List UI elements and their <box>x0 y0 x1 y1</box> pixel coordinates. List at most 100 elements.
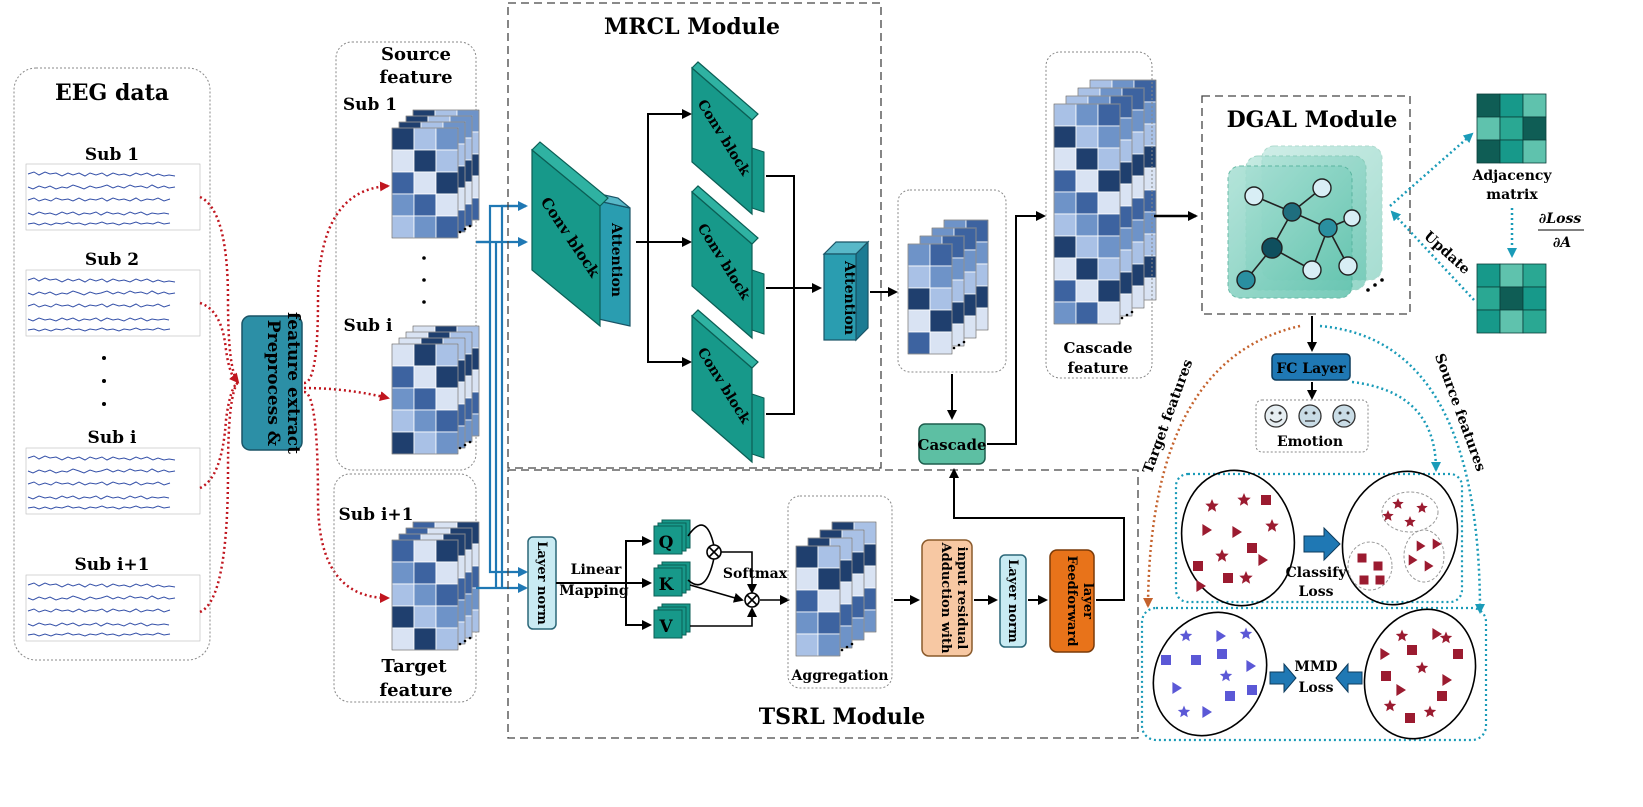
eeg-sub-1-label: Sub 1 <box>85 145 139 165</box>
mrcl-conv-block-middle: Conv block <box>691 185 765 340</box>
mrcl-merge-arrows <box>766 175 898 415</box>
gradient-denominator: ∂A <box>1553 235 1571 251</box>
preprocess-label-1: Preprocess & <box>263 320 283 447</box>
eeg-signal-sub-i-plus-1 <box>25 574 201 642</box>
linear-mapping-label-1: Linear <box>571 562 622 578</box>
scatter-shapes <box>1161 493 1463 723</box>
second-attention-label: Attention <box>841 260 857 335</box>
target-feature-title-2: feature <box>379 680 452 701</box>
k-label: K <box>659 575 675 595</box>
classify-source-cluster <box>1193 493 1279 592</box>
preprocess-block: Preprocess & feature extract <box>241 312 303 454</box>
source-sub-1-label: Sub 1 <box>343 95 397 115</box>
eeg-sub-2-label: Sub 2 <box>85 250 139 270</box>
eeg-signal-sub-1 <box>25 163 201 231</box>
dgal-title: DGAL Module <box>1227 107 1398 133</box>
adjacency-matrices <box>1476 93 1547 334</box>
adjacency-matrix-bottom <box>1476 263 1547 334</box>
fc-layer-block: FC Layer <box>1271 353 1351 381</box>
qkv-branch-arrows <box>625 536 652 630</box>
aggregation-label: Aggregation <box>791 668 889 684</box>
mmd-source-cluster <box>1380 628 1463 723</box>
gradient-fraction: ∂Loss ∂A <box>1538 211 1584 251</box>
mrcl-module: MRCL Module <box>507 2 882 469</box>
q-label: Q <box>659 533 674 553</box>
feature-to-module-arrows <box>476 201 528 593</box>
mrcl-output-frame <box>897 189 1007 373</box>
preprocess-label-2: feature extract <box>283 312 303 454</box>
fc-layer-label: FC Layer <box>1276 361 1346 377</box>
feature-stacks <box>391 79 1157 657</box>
mrcl-first-conv-block: Attention Conv block <box>531 141 631 328</box>
sad-face-icon <box>1332 404 1356 428</box>
source-feature-title-1: Source <box>381 44 451 65</box>
target-matrix-sub-i-plus-1 <box>391 521 480 651</box>
mrcl-conv-block-bottom: Conv block <box>691 309 765 464</box>
source-matrix-sub-1-ellipsis <box>458 224 472 234</box>
cascade-feature-matrix-ellipsis <box>1120 310 1134 320</box>
cascade-feature-label-1: Cascade <box>1064 339 1133 357</box>
source-matrix-sub-i <box>391 325 480 455</box>
v-block <box>653 603 691 639</box>
eeg-sub-i-plus-1-label: Sub i+1 <box>75 555 150 575</box>
source-matrix-sub-1 <box>391 109 480 239</box>
gradient-numerator: ∂Loss <box>1539 211 1582 227</box>
source-feature-panel: Source feature Sub 1 Sub i <box>335 41 477 471</box>
feedforward-label-2: layer <box>1080 583 1095 619</box>
tsrl-layer-norm-1-label: Layer norm <box>534 541 549 625</box>
cascade-block: Cascade <box>918 211 1046 465</box>
softmax-label: Softmax <box>723 566 788 582</box>
cascade-feature-label-2: feature <box>1068 359 1129 377</box>
mmd-loss-panel: MMD Loss <box>1140 606 1488 742</box>
mrcl-branch-arrows <box>636 109 692 367</box>
first-attention-label: Attention <box>608 222 624 297</box>
classify-arrow-icon <box>1303 526 1341 562</box>
adjacency-label-1: Adjacency <box>1471 168 1552 184</box>
eeg-title: EEG data <box>55 80 169 106</box>
source-features-label: Source features <box>1431 352 1489 474</box>
mmd-arrow-right-icon <box>1269 662 1297 694</box>
mrcl-output-matrix-ellipsis <box>952 340 966 350</box>
source-features-arc <box>1319 324 1485 614</box>
target-matrix-sub-i-plus-1-ellipsis <box>458 636 472 646</box>
adduction-label-2: input residual <box>954 547 969 650</box>
eeg-ellipsis <box>102 356 106 406</box>
linear-mapping-label-2: Mapping <box>559 583 629 599</box>
classify-loss-panel: Classify Loss <box>1174 469 1464 607</box>
dgal-graph <box>1227 145 1384 299</box>
tsrl-layer-norm-2: Layer norm <box>999 554 1027 648</box>
source-feature-title-2: feature <box>379 67 452 88</box>
aggregation-matrix <box>795 521 877 657</box>
source-matrix-sub-i-ellipsis <box>458 440 472 450</box>
qkv-blocks <box>653 519 691 639</box>
mrcl-second-attention: Attention <box>822 240 870 342</box>
q-block <box>653 519 691 555</box>
emotion-panel: Emotion <box>1255 399 1369 453</box>
adduction-block: Adduction with input residual <box>921 539 973 657</box>
k-block <box>653 561 691 597</box>
fc-to-classify-arc <box>1351 380 1441 472</box>
mrcl-title: MRCL Module <box>604 14 780 40</box>
happy-face-icon <box>1264 404 1288 428</box>
feedforward-block: Feedforward layer <box>1049 549 1095 653</box>
aggregation-matrix-ellipsis <box>840 642 854 652</box>
tsrl-layer-norm-2-label: Layer norm <box>1005 559 1020 643</box>
classify-label-1: Classify <box>1286 565 1348 581</box>
eeg-signal-sub-i <box>25 447 201 515</box>
eeg-panel: EEG data Sub 1 Sub 2 Sub i <box>13 67 211 661</box>
eeg-sub-i-label: Sub i <box>88 428 137 448</box>
cascade-feature-panel: Cascade feature <box>1045 51 1153 379</box>
tsrl-module: TSRL Module <box>507 469 1139 739</box>
adjacency-matrix-top <box>1476 93 1547 164</box>
feedforward-to-cascade-arrow <box>949 468 1125 601</box>
source-ellipsis <box>422 256 426 304</box>
source-sub-i-label: Sub i <box>344 316 393 336</box>
adjacency-label-2: matrix <box>1486 187 1538 203</box>
mrcl-conv-block-top: Conv block <box>691 61 765 216</box>
classify-label-2: Loss <box>1299 584 1334 600</box>
aggregation-frame <box>787 495 893 689</box>
tsrl-title: TSRL Module <box>759 704 925 730</box>
target-feature-title-1: Target <box>381 656 447 677</box>
mmd-label-2: Loss <box>1299 680 1334 696</box>
